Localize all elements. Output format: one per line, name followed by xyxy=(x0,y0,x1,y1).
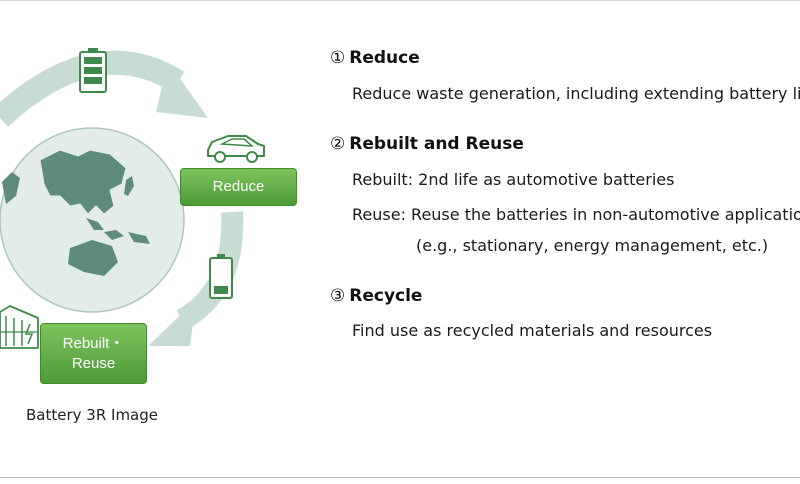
diagram-caption: Battery 3R Image xyxy=(26,406,158,424)
battery-storage-icon xyxy=(0,305,39,349)
item-recycle-title-text: Recycle xyxy=(349,286,423,306)
item-reuse-line: Reuse: Reuse the batteries in non-automo… xyxy=(352,205,800,224)
top-border xyxy=(0,0,800,1)
reuse-label: Reuse xyxy=(71,354,116,372)
item-reduce-title-text: Reduce xyxy=(349,48,420,68)
item-recycle-number: ③ xyxy=(330,286,346,306)
full-battery-icon xyxy=(79,48,107,93)
globe-icon xyxy=(0,127,185,313)
low-battery-icon xyxy=(209,254,233,299)
item-reduce-line-1: Reduce waste generation, including exten… xyxy=(352,84,800,103)
item-recycle-line-1: Find use as recycled materials and resou… xyxy=(352,321,713,340)
car-icon xyxy=(207,135,265,163)
item-rebuilt-line: Rebuilt: 2nd life as automotive batterie… xyxy=(352,170,675,189)
bottom-border xyxy=(0,477,800,478)
rebuilt-reuse-label-box: Rebuilt・ Reuse xyxy=(40,323,147,384)
rebuilt-label: Rebuilt・ xyxy=(62,334,125,352)
reduce-label: Reduce xyxy=(212,178,265,195)
item-reuse-examples-line: (e.g., stationary, energy management, et… xyxy=(416,236,769,255)
cycle-graphic xyxy=(0,48,265,349)
reduce-label-box: Reduce xyxy=(180,168,297,206)
item-reduce-number: ① xyxy=(330,48,346,68)
item-rebuilt-reuse-title-text: Rebuilt and Reuse xyxy=(349,134,524,154)
battery-3r-diagram: Reduce Rebuilt・ Reuse Battery 3R Image xyxy=(0,0,320,480)
item-rebuilt-reuse-number: ② xyxy=(330,134,346,154)
